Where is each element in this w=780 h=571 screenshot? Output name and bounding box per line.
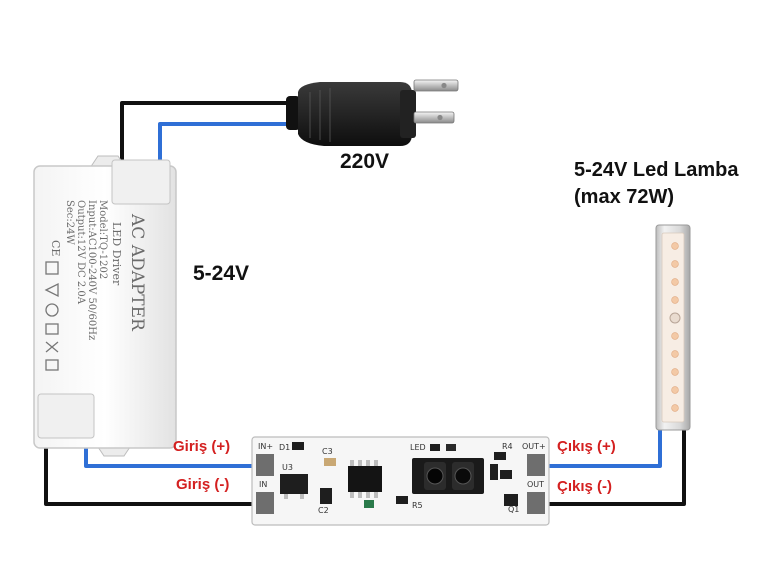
pcb-label-r4: R4: [502, 442, 513, 451]
pcb-label-out: OUT: [527, 480, 544, 489]
ir-sensor: [412, 458, 498, 494]
output-wire-negative: [545, 430, 686, 506]
ac-adapter: CE AC ADAPTER LED Driver Model:TQ-1202 I…: [33, 155, 177, 457]
svg-text:CE: CE: [49, 240, 62, 256]
pad-in: [256, 492, 274, 514]
power-plug: [286, 79, 459, 146]
pcb-label-d1: D1: [279, 443, 290, 452]
adapter-title: AC ADAPTER: [127, 213, 147, 332]
plug-wire-black: [120, 101, 292, 160]
led-lamp: [655, 224, 691, 431]
adapter-output-voltage-label: 5-24V: [193, 262, 250, 285]
output-minus-label: Çıkış (-): [557, 478, 613, 495]
pcb-label-c2: C2: [318, 506, 329, 515]
pcb-label-in-plus: IN+: [258, 442, 273, 451]
adapter-model: Model:TQ-1202: [97, 200, 108, 279]
pad-in-plus: [256, 454, 274, 476]
input-wire-positive: [84, 448, 258, 468]
pad-out: [527, 492, 545, 514]
pad-out-plus: [527, 454, 545, 476]
mains-voltage-label: 220V: [340, 150, 390, 173]
pcb-label-c3: C3: [322, 447, 333, 456]
plug-prong-top: [413, 79, 459, 92]
certification-icons: CE: [44, 240, 62, 371]
pcb-label-out-plus: OUT+: [522, 442, 546, 451]
adapter-output-spec: Output:12V DC 2.0A: [75, 200, 86, 305]
pcb-label-led: LED: [410, 443, 426, 452]
lamp-leds: [671, 242, 679, 412]
plug-wire-blue: [158, 122, 292, 160]
sensor-pcb: IN+ IN OUT+ OUT D1 C3 U3 C2 LED R5 R4 Q1: [251, 436, 550, 526]
plug-prong-bottom: [413, 111, 455, 124]
pcb-label-in: IN: [259, 480, 267, 489]
lamp-sensor: [669, 312, 681, 324]
adapter-input-spec: Input:AC100-240V 50/60Hz: [86, 200, 97, 340]
lamp-title-line1: 5-24V Led Lamba: [574, 159, 739, 181]
output-wire-positive: [545, 430, 662, 468]
adapter-subtitle: LED Driver: [110, 222, 123, 286]
input-plus-label: Giriş (+): [173, 438, 231, 455]
lamp-title-line2: (max 72W): [574, 186, 675, 208]
input-minus-label: Giriş (-): [176, 476, 230, 493]
pcb-label-u3: U3: [282, 463, 293, 472]
pcb-label-r5: R5: [412, 501, 423, 510]
pcb-label-q1: Q1: [508, 505, 519, 514]
input-wire-negative: [44, 448, 258, 506]
output-plus-label: Çıkış (+): [557, 438, 616, 455]
wires: [44, 101, 686, 506]
adapter-power-spec: Sec:24W: [64, 200, 75, 245]
pcb-components: [280, 442, 518, 508]
